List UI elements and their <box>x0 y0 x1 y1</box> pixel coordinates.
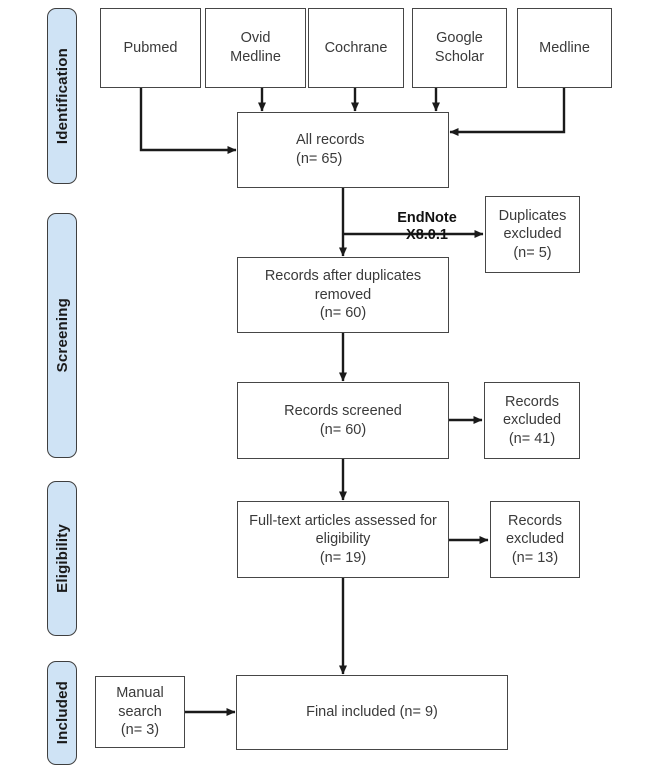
node-final-included-label: Final included (n= 9) <box>306 704 438 721</box>
stage-pill-screening: Screening <box>47 213 77 458</box>
node-records-excluded-eligibility-label: Records excluded (n= 13) <box>505 512 565 566</box>
node-manual-search-label: Manual search (n= 3) <box>116 685 164 739</box>
node-records-screened-label: Records screened (n= 60) <box>284 402 402 438</box>
stage-pill-included: Included <box>47 661 77 765</box>
node-fulltext-assessed-label: Full-text articles assessed for eligibil… <box>249 512 437 566</box>
stage-label-included: Included <box>53 681 71 745</box>
annotation-endnote-label: EndNote X8.0.1 <box>397 209 457 244</box>
node-final-included: Final included (n= 9) <box>236 675 508 750</box>
source-label-cochrane: Cochrane <box>324 39 388 56</box>
connector-medline-to-all-records <box>449 88 566 136</box>
node-fulltext-assessed: Full-text articles assessed for eligibil… <box>237 501 449 578</box>
source-label-ovid-medline: Ovid Medline <box>230 30 281 65</box>
node-records-after-duplicates: Records after duplicates removed (n= 60) <box>237 257 449 333</box>
node-records-excluded-eligibility: Records excluded (n= 13) <box>490 501 580 578</box>
node-records-after-duplicates-label: Records after duplicates removed (n= 60) <box>264 268 422 322</box>
stage-pill-identification: Identification <box>47 8 77 184</box>
connector-pubmed-to-all-records <box>139 88 237 154</box>
node-duplicates-excluded-label: Duplicates excluded (n= 5) <box>498 207 567 261</box>
node-records-excluded-screening: Records excluded (n= 41) <box>484 382 580 459</box>
source-box-cochrane: Cochrane <box>308 8 404 88</box>
source-box-google-scholar: Google Scholar <box>412 8 507 88</box>
stage-label-eligibility: Eligibility <box>53 524 71 593</box>
source-box-pubmed: Pubmed <box>100 8 201 88</box>
node-records-excluded-screening-label: Records excluded (n= 41) <box>502 393 562 447</box>
source-box-medline: Medline <box>517 8 612 88</box>
stage-label-identification: Identification <box>53 47 71 145</box>
source-label-pubmed: Pubmed <box>123 39 178 56</box>
node-manual-search: Manual search (n= 3) <box>95 676 185 748</box>
source-label-medline: Medline <box>539 39 590 56</box>
node-all-records-label: All records (n= 65) <box>296 132 365 167</box>
stage-label-screening: Screening <box>53 298 71 373</box>
source-label-google-scholar: Google Scholar <box>434 30 485 65</box>
node-all-records: All records (n= 65) <box>237 112 449 188</box>
source-box-ovid-medline: Ovid Medline <box>205 8 306 88</box>
annotation-endnote: EndNote X8.0.1 <box>372 192 482 245</box>
node-duplicates-excluded: Duplicates excluded (n= 5) <box>485 196 580 273</box>
stage-pill-eligibility: Eligibility <box>47 481 77 636</box>
node-records-screened: Records screened (n= 60) <box>237 382 449 459</box>
